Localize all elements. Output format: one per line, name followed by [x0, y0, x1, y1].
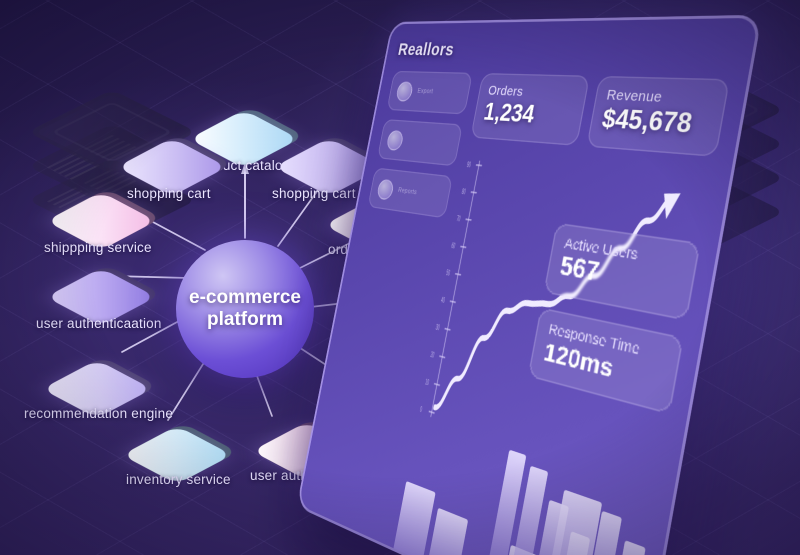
node-label: inventory service	[126, 472, 231, 487]
svg-text:50: 50	[445, 269, 450, 278]
node-user-authentication-left[interactable]: user authenticaation	[62, 258, 140, 336]
svg-text:70: 70	[456, 215, 461, 224]
sidebar-item-label: Reports	[397, 187, 417, 197]
node-label: shippping service	[44, 240, 152, 255]
kpi-value: $45,678	[599, 105, 711, 142]
hub-node-ecommerce-platform[interactable]: e-commerce platform	[176, 240, 314, 378]
svg-text:30: 30	[435, 324, 440, 333]
bar	[391, 481, 435, 555]
circle-icon	[386, 129, 405, 150]
node-inventory-service[interactable]: inventory service	[138, 416, 216, 494]
kpi-row-top: Orders 1,234 Revenue $45,678	[470, 73, 730, 157]
hub-label-line2: platform	[207, 309, 283, 331]
sidebar-item-export[interactable]: Export	[387, 71, 473, 115]
node-recommendation-engine[interactable]: recommendation engine	[58, 350, 136, 428]
cloud-icon	[395, 81, 414, 101]
svg-text:60: 60	[451, 242, 456, 251]
sidebar-item-reports[interactable]: Reports	[368, 167, 453, 218]
dashboard-panel-wrapper: Reallors Export Reports	[392, 22, 792, 492]
svg-text:40: 40	[440, 297, 445, 306]
svg-text:0: 0	[419, 406, 422, 415]
svg-text:90: 90	[466, 162, 471, 171]
dashboard-panel[interactable]: Reallors Export Reports	[297, 15, 763, 555]
kpi-value: 1,234	[481, 99, 574, 132]
bar	[583, 511, 621, 555]
kpi-card-orders[interactable]: Orders 1,234	[470, 73, 590, 146]
svg-text:20: 20	[430, 351, 435, 360]
kpi-card-revenue[interactable]: Revenue $45,678	[586, 76, 730, 157]
sidebar-item-second[interactable]	[377, 119, 463, 166]
node-label: user authenticaation	[36, 316, 162, 331]
svg-text:80: 80	[461, 188, 466, 197]
chart-icon	[376, 178, 395, 200]
node-shopping-cart-left[interactable]: shopping cart	[133, 128, 211, 206]
dashboard-title: Reallors	[396, 39, 737, 64]
node-shipping-service[interactable]: shippping service	[62, 182, 140, 260]
sidebar-item-label: Export	[417, 88, 434, 96]
hub-label-line1: e-commerce	[189, 287, 301, 309]
bar	[424, 508, 468, 555]
svg-text:10: 10	[424, 379, 429, 389]
